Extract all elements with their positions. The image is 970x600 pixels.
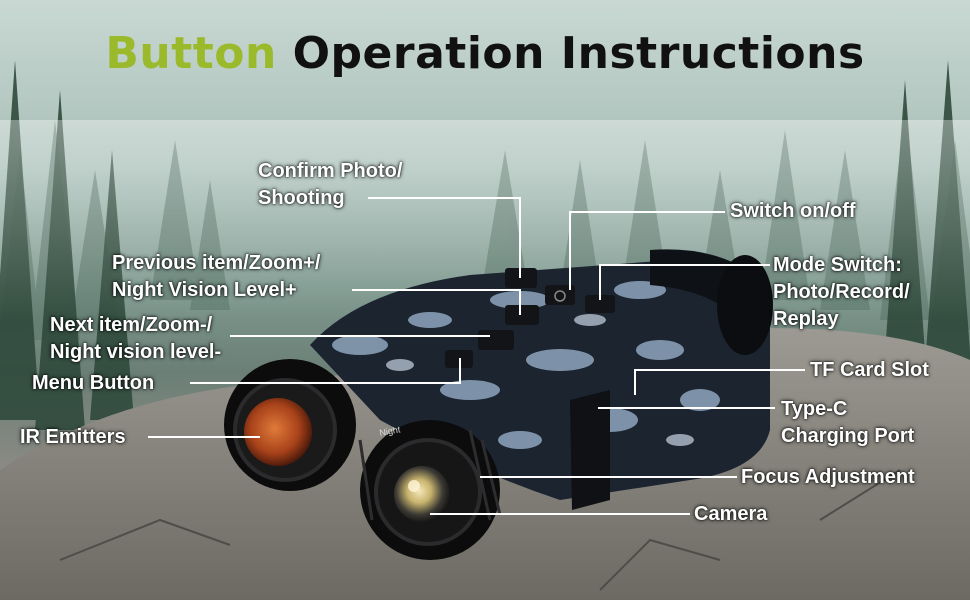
title-main: Operation Instructions: [292, 28, 865, 79]
callout-menu-button: Menu Button: [32, 370, 154, 397]
callout-camera: Camera: [694, 501, 767, 528]
callout-line: Mode Switch:: [773, 254, 902, 276]
callout-line: Photo/Record/: [773, 281, 910, 303]
callout-line: Previous item/Zoom+/: [112, 252, 321, 274]
leader-lines: [148, 197, 805, 515]
callout-line: Charging Port: [781, 425, 915, 447]
callout-line: Switch on/off: [730, 200, 856, 222]
binocular-device: [224, 249, 773, 560]
callout-mode-switch: Mode Switch: Photo/Record/ Replay: [773, 252, 910, 333]
callout-line: Type-C: [781, 398, 848, 420]
callout-line: Camera: [694, 503, 768, 525]
callout-line: Night vision level-: [50, 341, 222, 363]
callout-line: Next item/Zoom-/: [50, 314, 213, 336]
callout-confirm-photo: Confirm Photo/ Shooting: [258, 158, 402, 212]
callout-next-item: Next item/Zoom-/ Night vision level-: [50, 312, 221, 366]
callout-line: Menu Button: [32, 372, 155, 394]
callout-line: Focus Adjustment: [741, 466, 915, 488]
callout-line: Night Vision Level+: [112, 279, 297, 301]
callout-tf-card-slot: TF Card Slot: [810, 357, 929, 384]
callout-focus-adjustment: Focus Adjustment: [741, 464, 915, 491]
callout-type-c: Type-C Charging Port: [781, 396, 914, 450]
callout-ir-emitters: IR Emitters: [20, 424, 126, 451]
callout-line: IR Emitters: [20, 426, 126, 448]
callout-switch-onoff: Switch on/off: [730, 198, 856, 225]
callout-line: Confirm Photo/: [258, 160, 403, 182]
callout-line: Replay: [773, 308, 839, 330]
title-accent: Button: [105, 28, 277, 79]
callout-line: Shooting: [258, 187, 345, 209]
callout-line: TF Card Slot: [810, 359, 929, 381]
callout-previous-item: Previous item/Zoom+/ Night Vision Level+: [112, 250, 320, 304]
device-marking: Night: [379, 424, 402, 438]
page-title: Button Operation Instructions: [0, 28, 970, 79]
